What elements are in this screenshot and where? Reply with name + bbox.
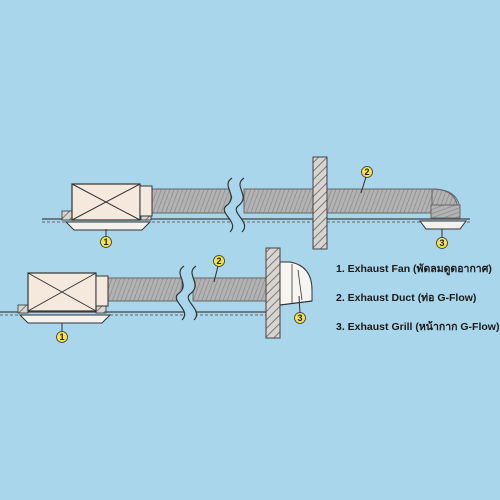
top-assembly: 1 2 3	[42, 156, 470, 250]
legend-item-exhaust-duct: 2. Exhaust Duct (ท่อ G-Flow)	[336, 292, 477, 304]
bottom-grill-callout: 3	[294, 295, 306, 324]
bottom-grill-callout-label: 3	[297, 313, 302, 323]
bottom-duct-segment-right	[192, 277, 269, 302]
top-duct-segment-right	[243, 188, 435, 214]
bottom-duct-callout: 2	[213, 255, 225, 283]
top-exhaust-grill-icon	[419, 220, 467, 230]
bottom-duct-segment-left	[105, 277, 183, 302]
bottom-wall-icon	[265, 247, 281, 339]
bottom-exhaust-grill-icon	[279, 261, 313, 306]
top-fan-callout: 1	[100, 229, 112, 248]
top-wall-icon	[312, 156, 328, 250]
top-fan-callout-label: 1	[103, 237, 108, 247]
top-grill-callout-label: 3	[439, 238, 444, 248]
bottom-fan-callout-label: 1	[59, 332, 64, 342]
top-duct-callout-label: 2	[364, 167, 369, 177]
top-duct-down	[430, 204, 461, 219]
legend-item-exhaust-fan: 1. Exhaust Fan (พัดลมดูดอากาศ)	[336, 263, 492, 275]
bottom-fan-callout: 1	[56, 323, 68, 343]
bottom-duct-break-icon	[175, 265, 186, 321]
top-duct-segment-left	[149, 188, 233, 214]
legend: 1. Exhaust Fan (พัดลมดูดอากาศ) 2. Exhaus…	[336, 262, 499, 349]
top-duct-break-icon	[225, 173, 244, 236]
top-duct-callout: 2	[360, 166, 373, 194]
bottom-duct-callout-label: 2	[216, 256, 221, 266]
legend-item-exhaust-grill: 3. Exhaust Grill (หน้ากาก G-Flow)	[336, 321, 500, 333]
bottom-exhaust-fan-icon	[17, 272, 112, 324]
bottom-assembly: 1 2 3	[0, 247, 313, 343]
top-exhaust-fan-icon	[61, 183, 153, 231]
top-grill-callout: 3	[436, 229, 448, 249]
